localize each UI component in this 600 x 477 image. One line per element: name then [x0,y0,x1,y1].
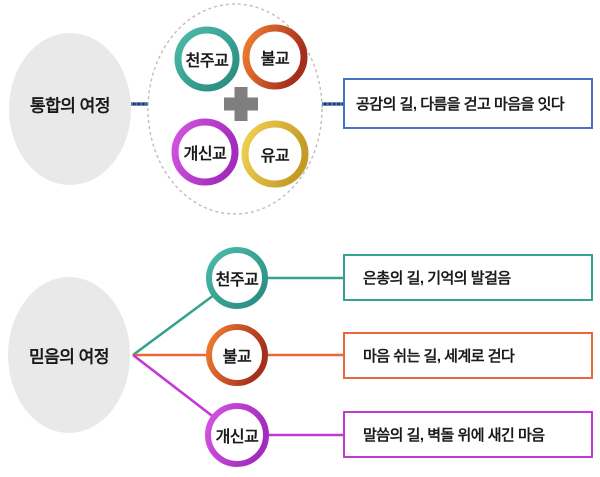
catholic-label-bottom: 천주교 [215,272,259,289]
catholic-ring-top [174,26,240,92]
integration-result-box: 공감의 길, 다름을 걷고 마음을 잇다 [343,78,593,129]
buddhism-label-top: 불교 [260,51,290,68]
catholic-label-top: 천주교 [185,53,229,70]
buddhism-description-text: 마음 쉬는 길, 세계로 걷다 [363,348,515,365]
buddhism-label-bottom: 불교 [222,349,252,366]
buddhism-ring-top [242,24,308,90]
buddhism-description-box: 마음 쉬는 길, 세계로 걷다 [343,332,593,379]
buddhism-ring-bottom [206,324,268,386]
confucianism-ring-top [241,120,309,188]
protestant-description-text: 말씀의 길, 벽돌 위에 새긴 마음 [363,427,545,444]
integration-result-text: 공감의 길, 다름을 걷고 마음을 잇다 [356,96,565,113]
confucianism-label-top: 유교 [260,148,290,165]
faith-ellipse-shape [8,277,130,433]
protestant-ring-bottom [205,403,269,467]
catholic-description-box: 은총의 길, 기억의 발걸음 [343,254,593,301]
catholic-description-text: 은총의 길, 기억의 발걸음 [363,270,511,287]
faith-journey-label: 믿음의 여정 [29,347,109,367]
integration-journey-label: 통합의 여정 [30,96,110,116]
protestant-ring-top [171,118,239,186]
catholic-ring-bottom [206,247,268,309]
integration-ellipse-shape [9,33,131,185]
protestant-description-box: 말씀의 길, 벽돌 위에 새긴 마음 [343,411,593,458]
protestant-label-top: 개신교 [183,146,227,163]
protestant-label-bottom: 개신교 [215,429,259,446]
plus-icon [224,87,258,121]
